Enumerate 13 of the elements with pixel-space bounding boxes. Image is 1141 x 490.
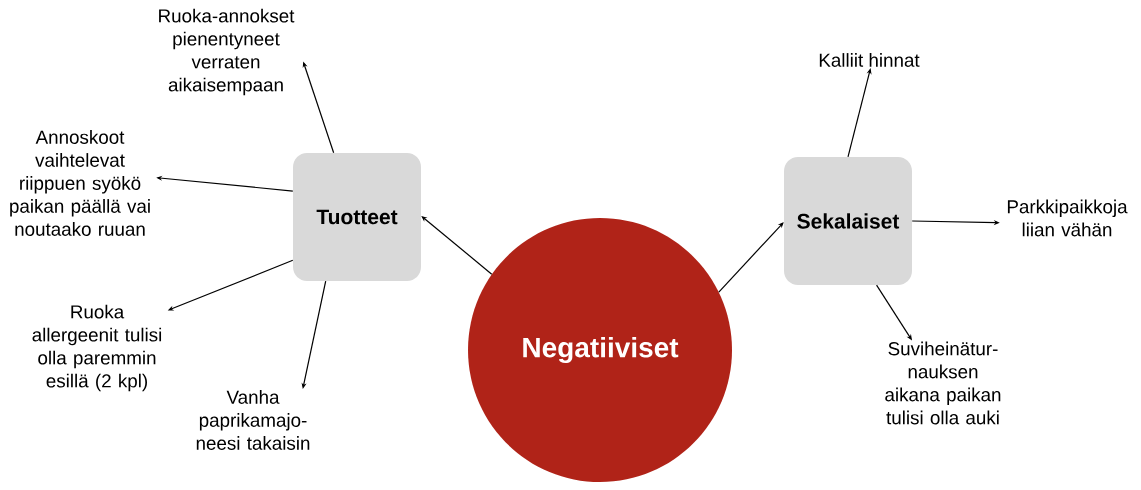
category-box: Sekalaiset bbox=[784, 157, 912, 285]
note-text: Vanha paprikamajo- neesi takaisin bbox=[196, 390, 310, 450]
circle-node: Negatiiviset bbox=[468, 218, 732, 482]
note-text: Suviheinätur- nauksen aikana paikan tulisi olla auki bbox=[885, 341, 1001, 425]
note-text: Ruoka-annokset pienentyneet verraten aikaisempaan bbox=[159, 8, 295, 96]
arrow bbox=[718, 222, 784, 293]
category-box: Tuotteet bbox=[293, 153, 421, 281]
note-text: Parkkipaikkoja liian vähän bbox=[1007, 199, 1128, 237]
arrow bbox=[847, 68, 872, 158]
note-text: Kalliit hinnat bbox=[819, 53, 920, 67]
arrow bbox=[301, 280, 327, 389]
note-text: Annoskoot vaihtelevat riippuen syökö paikan päällä vai noutaako ruuan bbox=[10, 130, 150, 236]
note-text: Ruoka allergeenit tulisi olla paremmin esillä (2 kpl) bbox=[32, 304, 162, 392]
